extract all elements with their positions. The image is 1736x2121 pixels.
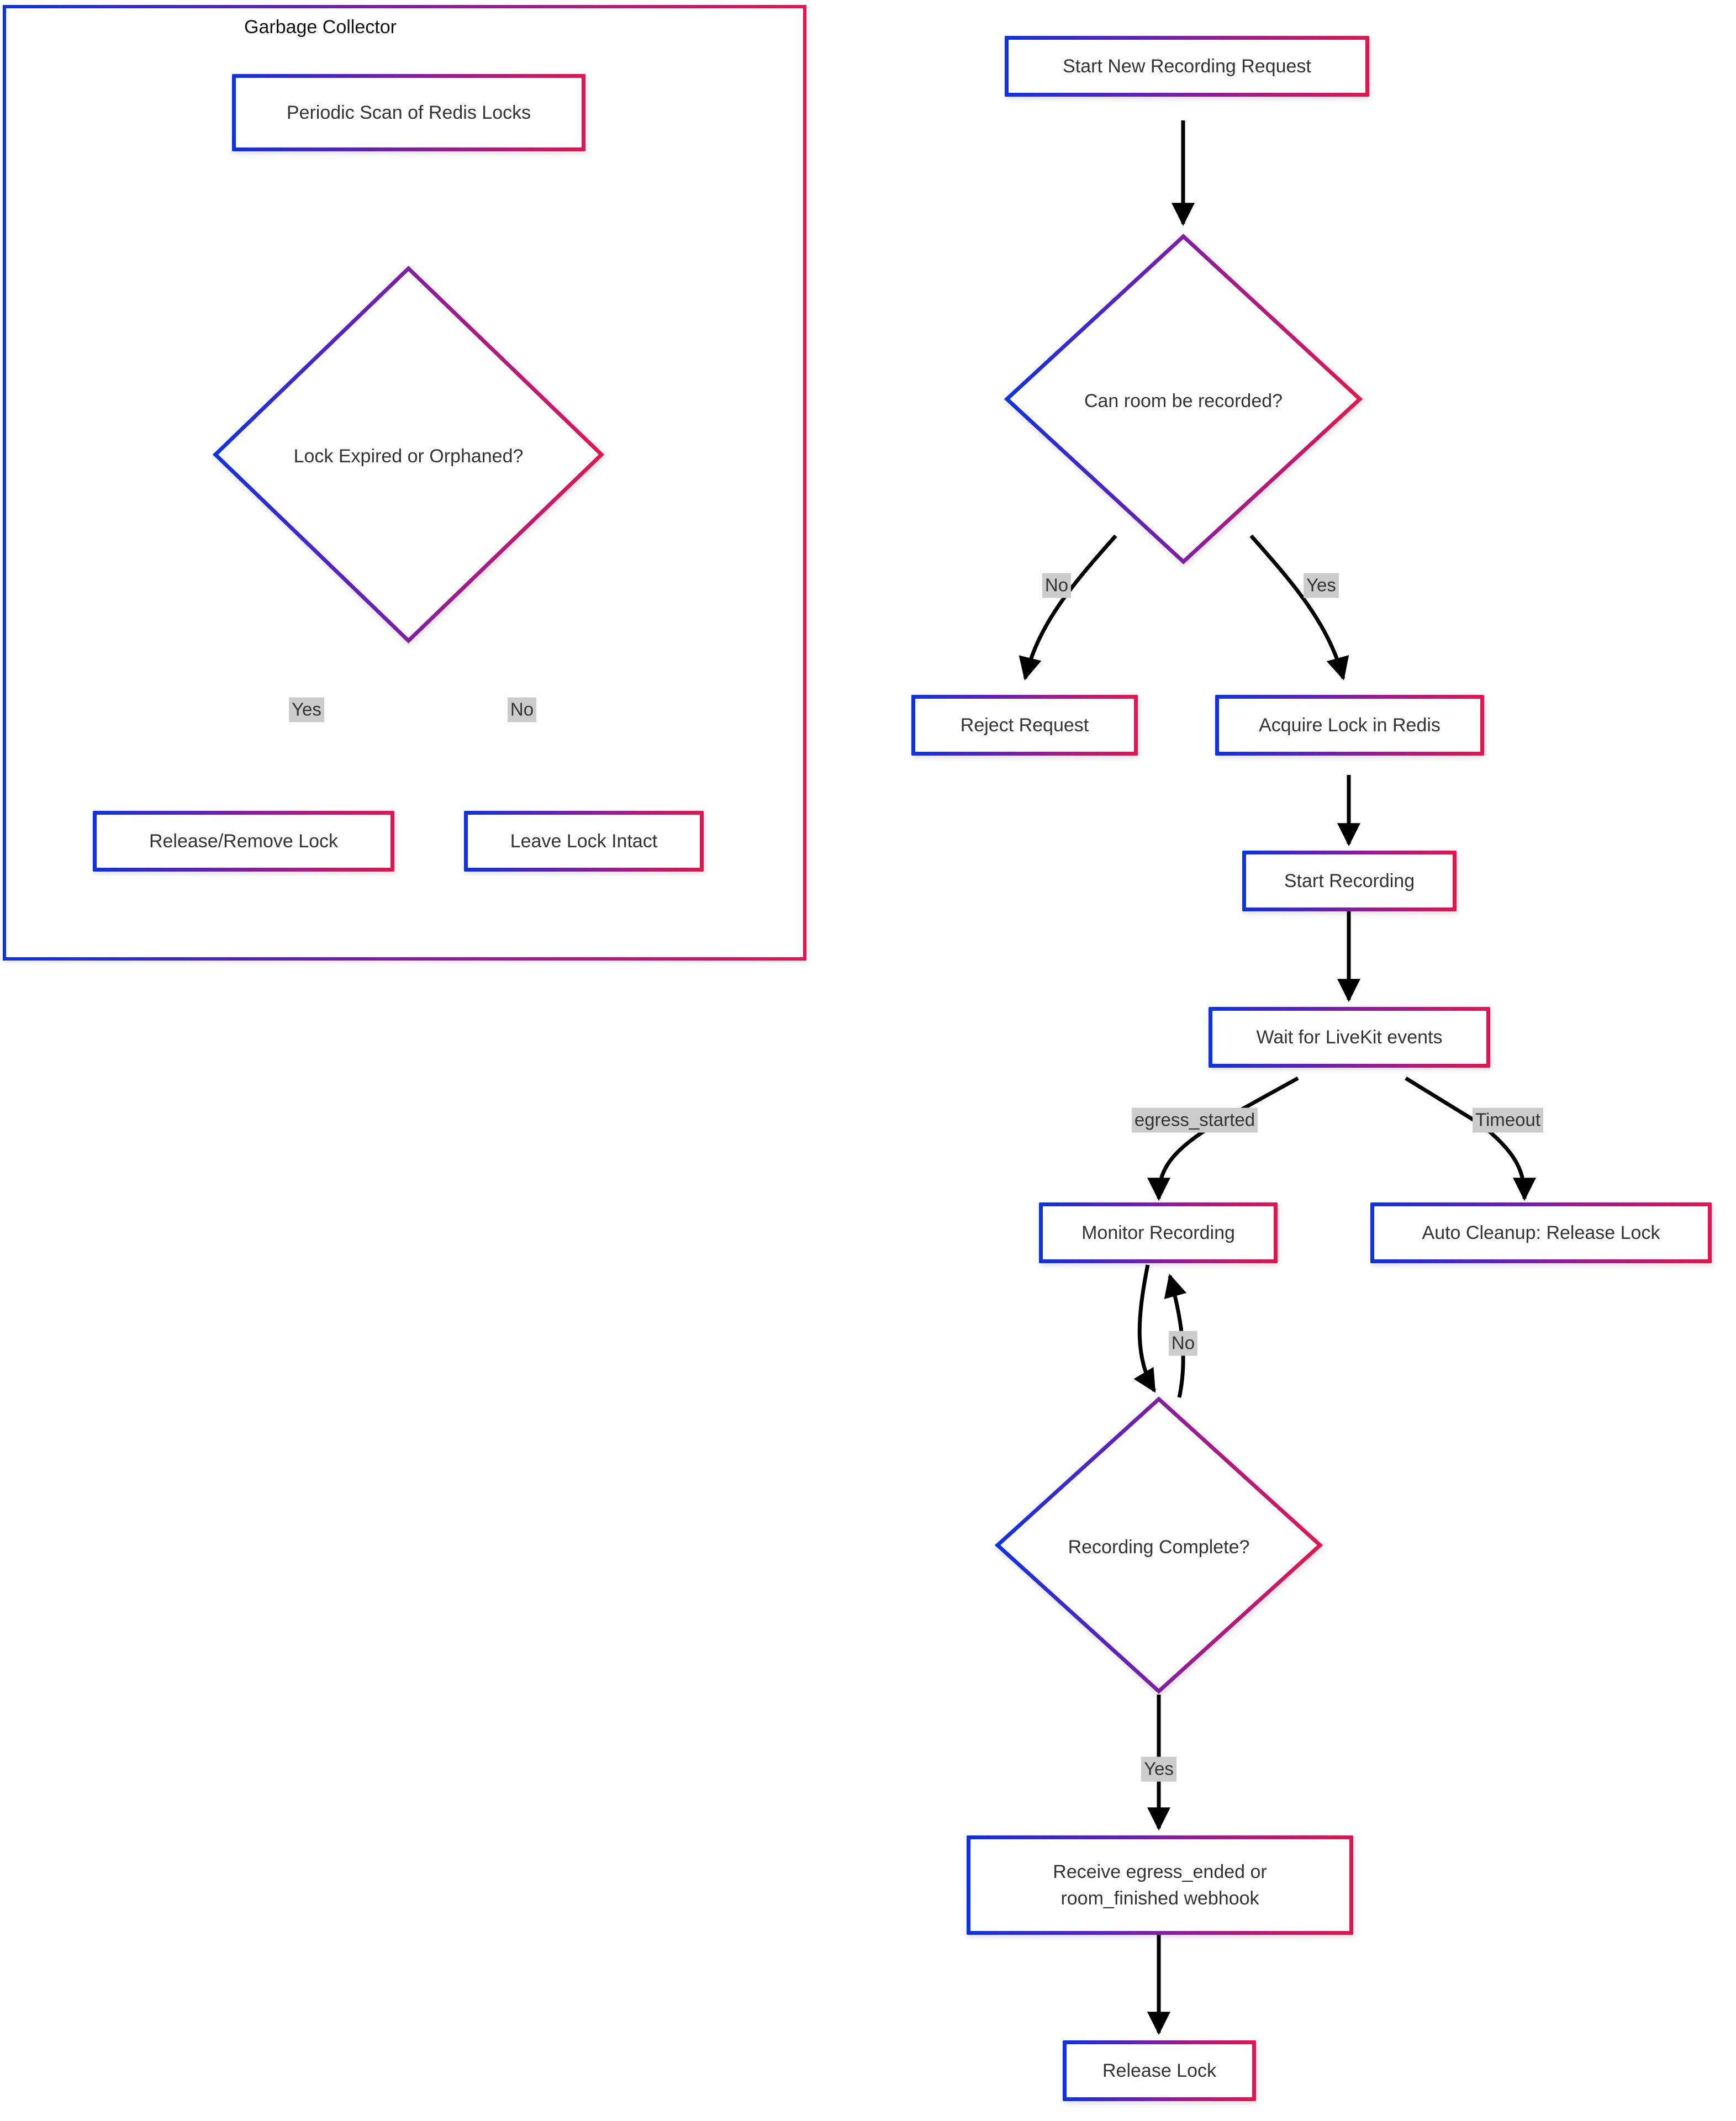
edge-label-loop-no: No [1168, 1331, 1198, 1356]
node-start-new-recording[interactable]: Start New Recording Request [1005, 36, 1369, 97]
node-reject-request-label: Reject Request [960, 714, 1089, 736]
node-auto-cleanup-label: Auto Cleanup: Release Lock [1422, 1222, 1660, 1243]
edge-monitor-to-complete [1133, 1264, 1156, 1393]
edge-label-gc-no: No [507, 697, 537, 722]
node-periodic-scan[interactable]: Periodic Scan of Redis Locks [232, 74, 585, 151]
node-reject-request[interactable]: Reject Request [911, 695, 1138, 756]
node-monitor-recording-label: Monitor Recording [1081, 1222, 1235, 1243]
node-leave-lock-intact-label: Leave Lock Intact [510, 830, 658, 852]
diamond-shape-lock-expired [212, 266, 605, 643]
node-start-recording[interactable]: Start Recording [1242, 851, 1457, 911]
node-lock-expired-label: Lock Expired or Orphaned? [293, 446, 524, 467]
node-release-lock-label: Release Lock [1102, 2060, 1216, 2081]
node-acquire-lock-label: Acquire Lock in Redis [1259, 714, 1440, 736]
node-periodic-scan-label: Periodic Scan of Redis Locks [286, 102, 531, 123]
edge-label-timeout: Timeout [1473, 1107, 1543, 1133]
node-start-new-recording-label: Start New Recording Request [1063, 55, 1311, 77]
node-recording-complete-label: Recording Complete? [1068, 1537, 1250, 1558]
node-release-remove-lock[interactable]: Release/Remove Lock [93, 811, 394, 872]
node-leave-lock-intact[interactable]: Leave Lock Intact [464, 811, 704, 872]
node-can-room-be-recorded-label: Can room be recorded? [1084, 391, 1283, 411]
node-start-recording-label: Start Recording [1284, 870, 1415, 891]
diamond-shape-recording-complete [994, 1396, 1323, 1694]
node-lock-expired[interactable]: Lock Expired or Orphaned? [211, 264, 606, 645]
edge-label-complete-yes: Yes [1141, 1756, 1176, 1782]
node-recording-complete[interactable]: Recording Complete? [993, 1395, 1325, 1696]
edge-label-egress-started: egress_started [1131, 1107, 1258, 1133]
edge-wait-to-monitor [1147, 1076, 1299, 1201]
node-release-lock[interactable]: Release Lock [1063, 2040, 1256, 2101]
cluster-title-garbage-collector: Garbage Collector [244, 17, 397, 38]
edge-label-gc-yes: Yes [289, 697, 324, 722]
node-receive-webhook-label: Receive egress_ended or room_finished we… [1053, 1861, 1267, 1909]
node-receive-webhook[interactable]: Receive egress_ended or room_finished we… [967, 1835, 1353, 1935]
edge-label-can-record-no: No [1042, 573, 1072, 598]
node-monitor-recording[interactable]: Monitor Recording [1039, 1202, 1278, 1263]
node-release-remove-lock-label: Release/Remove Lock [149, 830, 339, 852]
edge-label-can-record-yes: Yes [1304, 573, 1339, 598]
node-can-room-be-recorded[interactable]: Can room be recorded? [1002, 232, 1364, 566]
node-auto-cleanup[interactable]: Auto Cleanup: Release Lock [1370, 1202, 1712, 1263]
diamond-shape-can-room-be-recorded [1004, 234, 1363, 564]
node-acquire-lock[interactable]: Acquire Lock in Redis [1215, 695, 1484, 756]
node-wait-livekit[interactable]: Wait for LiveKit events [1209, 1007, 1490, 1068]
edge-wait-to-cleanup [1405, 1077, 1536, 1201]
node-wait-livekit-label: Wait for LiveKit events [1256, 1026, 1443, 1048]
